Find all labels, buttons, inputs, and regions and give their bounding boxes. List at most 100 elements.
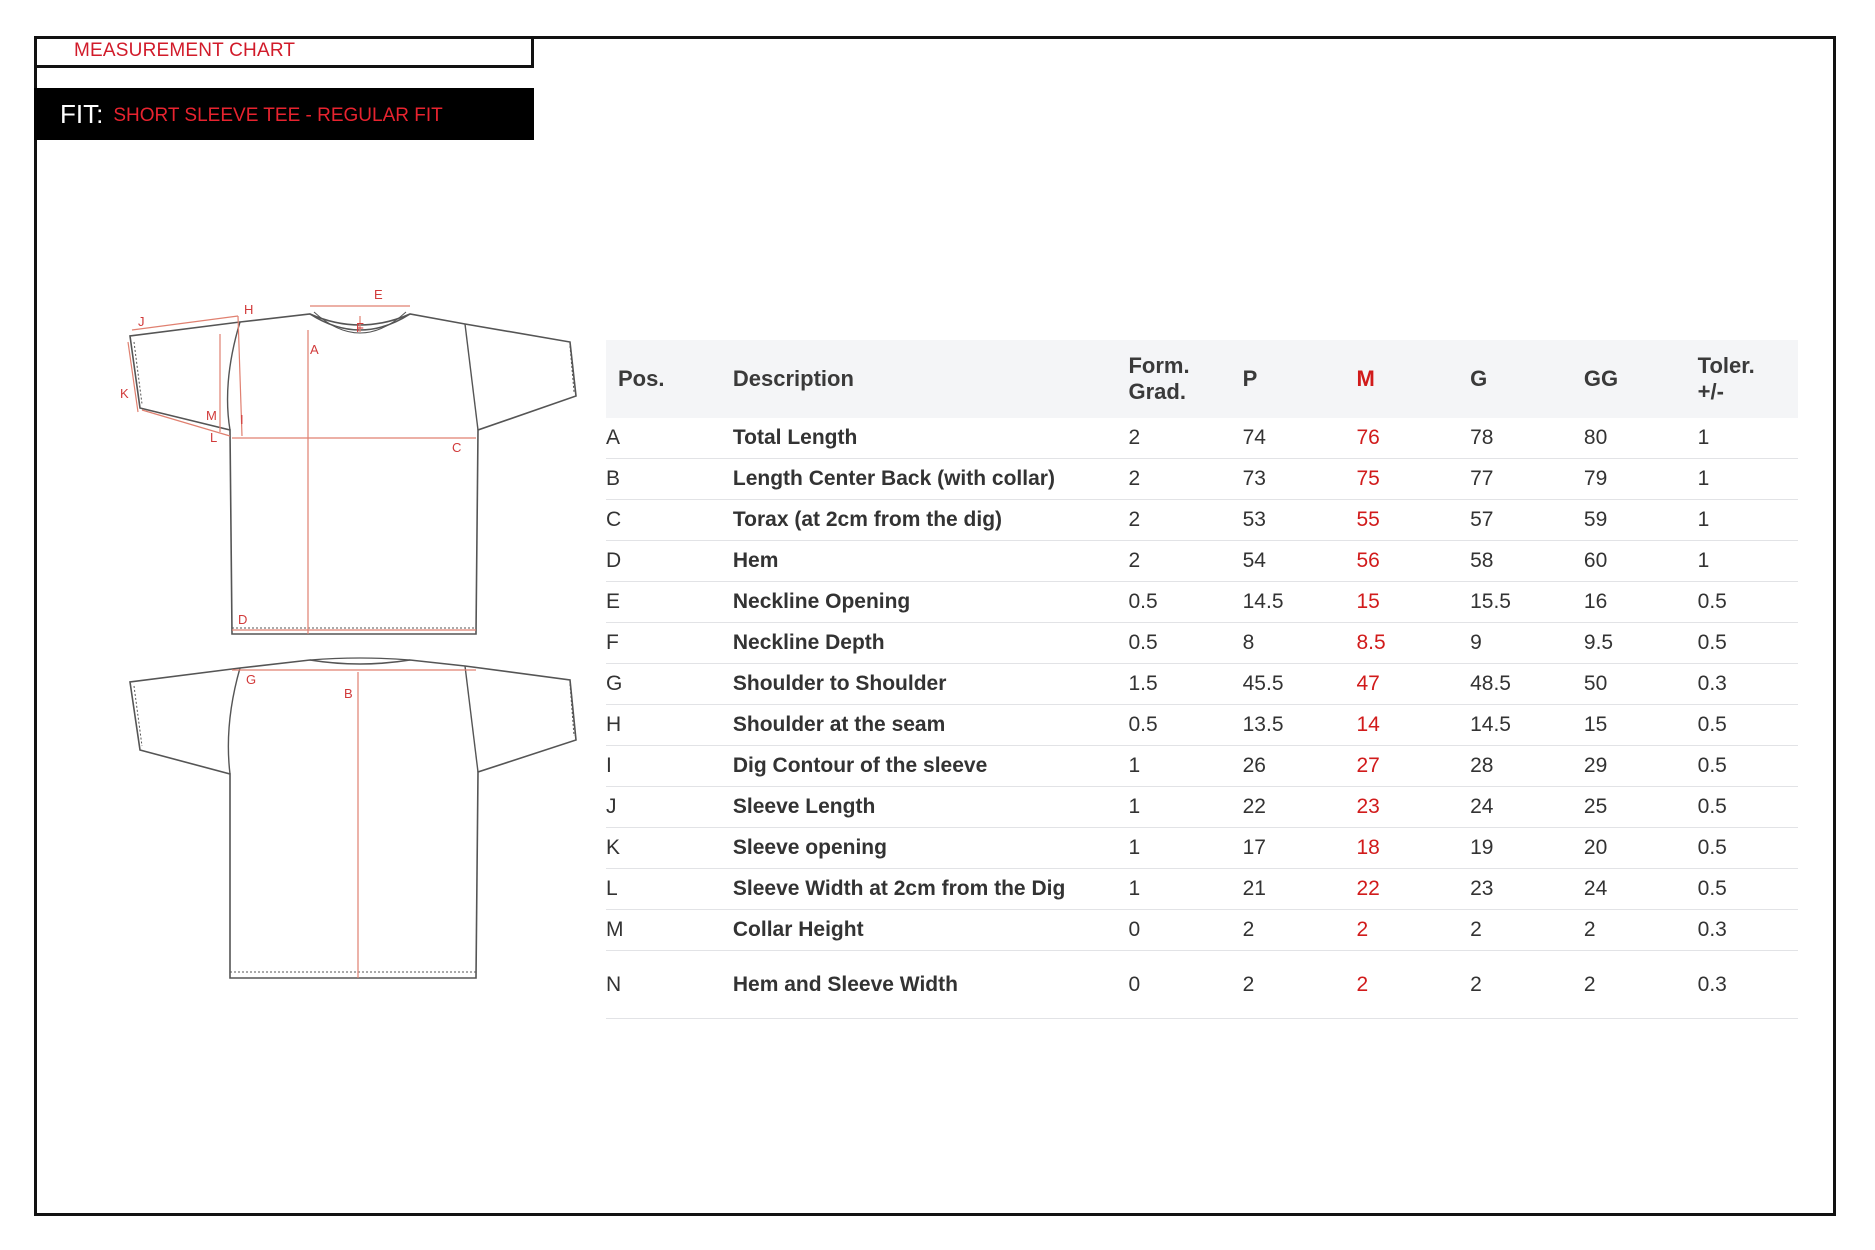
cell-pos: F — [606, 622, 733, 664]
fit-label: FIT: — [60, 98, 104, 129]
cell-p: 14.5 — [1242, 581, 1357, 623]
cell-gg: 24 — [1583, 868, 1698, 910]
cell-m: 18 — [1356, 827, 1471, 869]
cell-g: 9 — [1470, 622, 1584, 664]
cell-desc: Shoulder at the seam — [732, 704, 1129, 746]
cell-grad: 2 — [1128, 540, 1243, 582]
cell-tol: 0.3 — [1697, 909, 1798, 951]
cell-gg: 2 — [1583, 909, 1698, 951]
cell-pos: C — [606, 499, 733, 541]
header-size-p: P — [1242, 366, 1258, 391]
cell-desc: Collar Height — [732, 909, 1129, 951]
cell-gg: 79 — [1583, 458, 1698, 500]
cell-grad: 1 — [1128, 868, 1243, 910]
cell-p: 17 — [1242, 827, 1357, 869]
cell-p: 8 — [1242, 622, 1357, 664]
cell-g: 48.5 — [1470, 663, 1584, 705]
cell-p: 26 — [1242, 745, 1357, 787]
fit-value: SHORT SLEEVE TEE - REGULAR FIT — [113, 105, 443, 126]
cell-g: 23 — [1470, 868, 1584, 910]
cell-grad: 1 — [1128, 745, 1243, 787]
cell-desc: Hem and Sleeve Width — [732, 950, 1129, 1019]
cell-p: 21 — [1242, 868, 1357, 910]
page-frame — [34, 36, 1836, 1216]
cell-tol: 0.5 — [1697, 745, 1798, 787]
cell-m: 2 — [1356, 950, 1471, 1019]
cell-gg: 50 — [1583, 663, 1698, 705]
cell-gg: 9.5 — [1583, 622, 1698, 664]
cell-gg: 80 — [1583, 418, 1698, 459]
fit-bar: FIT: SHORT SLEEVE TEE - REGULAR FIT — [34, 88, 534, 140]
cell-m: 47 — [1356, 663, 1471, 705]
cell-grad: 2 — [1128, 458, 1243, 500]
cell-grad: 0.5 — [1128, 622, 1243, 664]
cell-p: 45.5 — [1242, 663, 1357, 705]
header-pos: Pos. — [618, 366, 665, 391]
cell-pos: J — [606, 786, 733, 828]
cell-desc: Hem — [732, 540, 1129, 582]
cell-gg: 16 — [1583, 581, 1698, 623]
cell-desc: Length Center Back (with collar) — [732, 458, 1129, 500]
cell-tol: 1 — [1697, 418, 1798, 459]
diagram-label-c: C — [452, 440, 461, 455]
cell-tol: 0.5 — [1697, 868, 1798, 910]
cell-m: 27 — [1356, 745, 1471, 787]
header-size-m: M — [1356, 366, 1375, 391]
cell-gg: 15 — [1583, 704, 1698, 746]
cell-g: 24 — [1470, 786, 1584, 828]
cell-pos: K — [606, 827, 733, 869]
diagram-label-k: K — [120, 386, 129, 401]
cell-grad: 0 — [1128, 950, 1243, 1019]
cell-grad: 1 — [1128, 827, 1243, 869]
cell-pos: N — [606, 950, 733, 1019]
cell-g: 77 — [1470, 458, 1584, 500]
cell-tol: 0.5 — [1697, 786, 1798, 828]
front-body-outline — [129, 313, 577, 635]
cell-p: 22 — [1242, 786, 1357, 828]
cell-g: 58 — [1470, 540, 1584, 582]
cell-m: 55 — [1356, 499, 1471, 541]
cell-g: 28 — [1470, 745, 1584, 787]
cell-pos: A — [606, 418, 733, 459]
cell-m: 2 — [1356, 909, 1471, 951]
cell-gg: 29 — [1583, 745, 1698, 787]
cell-tol: 0.5 — [1697, 581, 1798, 623]
cell-grad: 2 — [1128, 499, 1243, 541]
diagram-label-e: E — [374, 287, 383, 302]
cell-p: 54 — [1242, 540, 1357, 582]
cell-pos: M — [606, 909, 733, 951]
cell-desc: Torax (at 2cm from the dig) — [732, 499, 1129, 541]
cell-g: 15.5 — [1470, 581, 1584, 623]
cell-pos: L — [606, 868, 733, 910]
cell-grad: 1 — [1128, 786, 1243, 828]
diagram-label-h: H — [244, 302, 253, 317]
back-body-outline — [129, 659, 577, 979]
cell-pos: H — [606, 704, 733, 746]
cell-desc: Neckline Opening — [732, 581, 1129, 623]
cell-g: 14.5 — [1470, 704, 1584, 746]
cell-m: 76 — [1356, 418, 1471, 459]
cell-gg: 25 — [1583, 786, 1698, 828]
diagram-label-i: I — [240, 412, 244, 427]
cell-p: 74 — [1242, 418, 1357, 459]
cell-tol: 0.5 — [1697, 622, 1798, 664]
cell-grad: 1.5 — [1128, 663, 1243, 705]
diagram-labels: E F A H J K M I L C D G B — [120, 287, 461, 701]
cell-g: 19 — [1470, 827, 1584, 869]
cell-desc: Neckline Depth — [732, 622, 1129, 664]
header-grad-line1: Form. — [1128, 353, 1190, 378]
cell-desc: Sleeve Width at 2cm from the Dig — [732, 868, 1129, 910]
cell-pos: E — [606, 581, 733, 623]
cell-m: 75 — [1356, 458, 1471, 500]
cell-desc: Shoulder to Shoulder — [732, 663, 1129, 705]
cell-desc: Dig Contour of the sleeve — [732, 745, 1129, 787]
diagram-label-g: G — [246, 672, 256, 687]
table-header-row: Pos. Description Form. Grad. P M G GG To… — [606, 340, 1798, 418]
